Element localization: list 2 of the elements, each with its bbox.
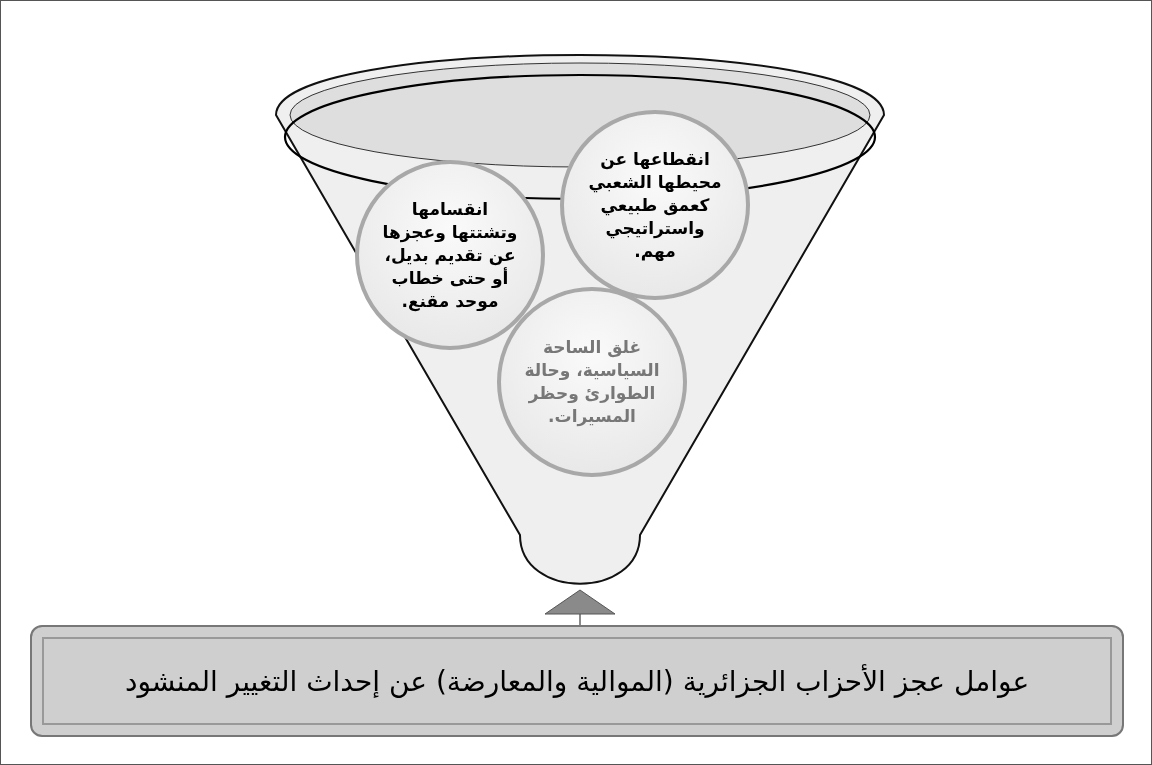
title-box: عوامل عجز الأحزاب الجزائرية (الموالية والمعارضة) عن إحداث التغيير المنشود <box>30 625 1124 737</box>
block-arrow <box>544 589 616 626</box>
